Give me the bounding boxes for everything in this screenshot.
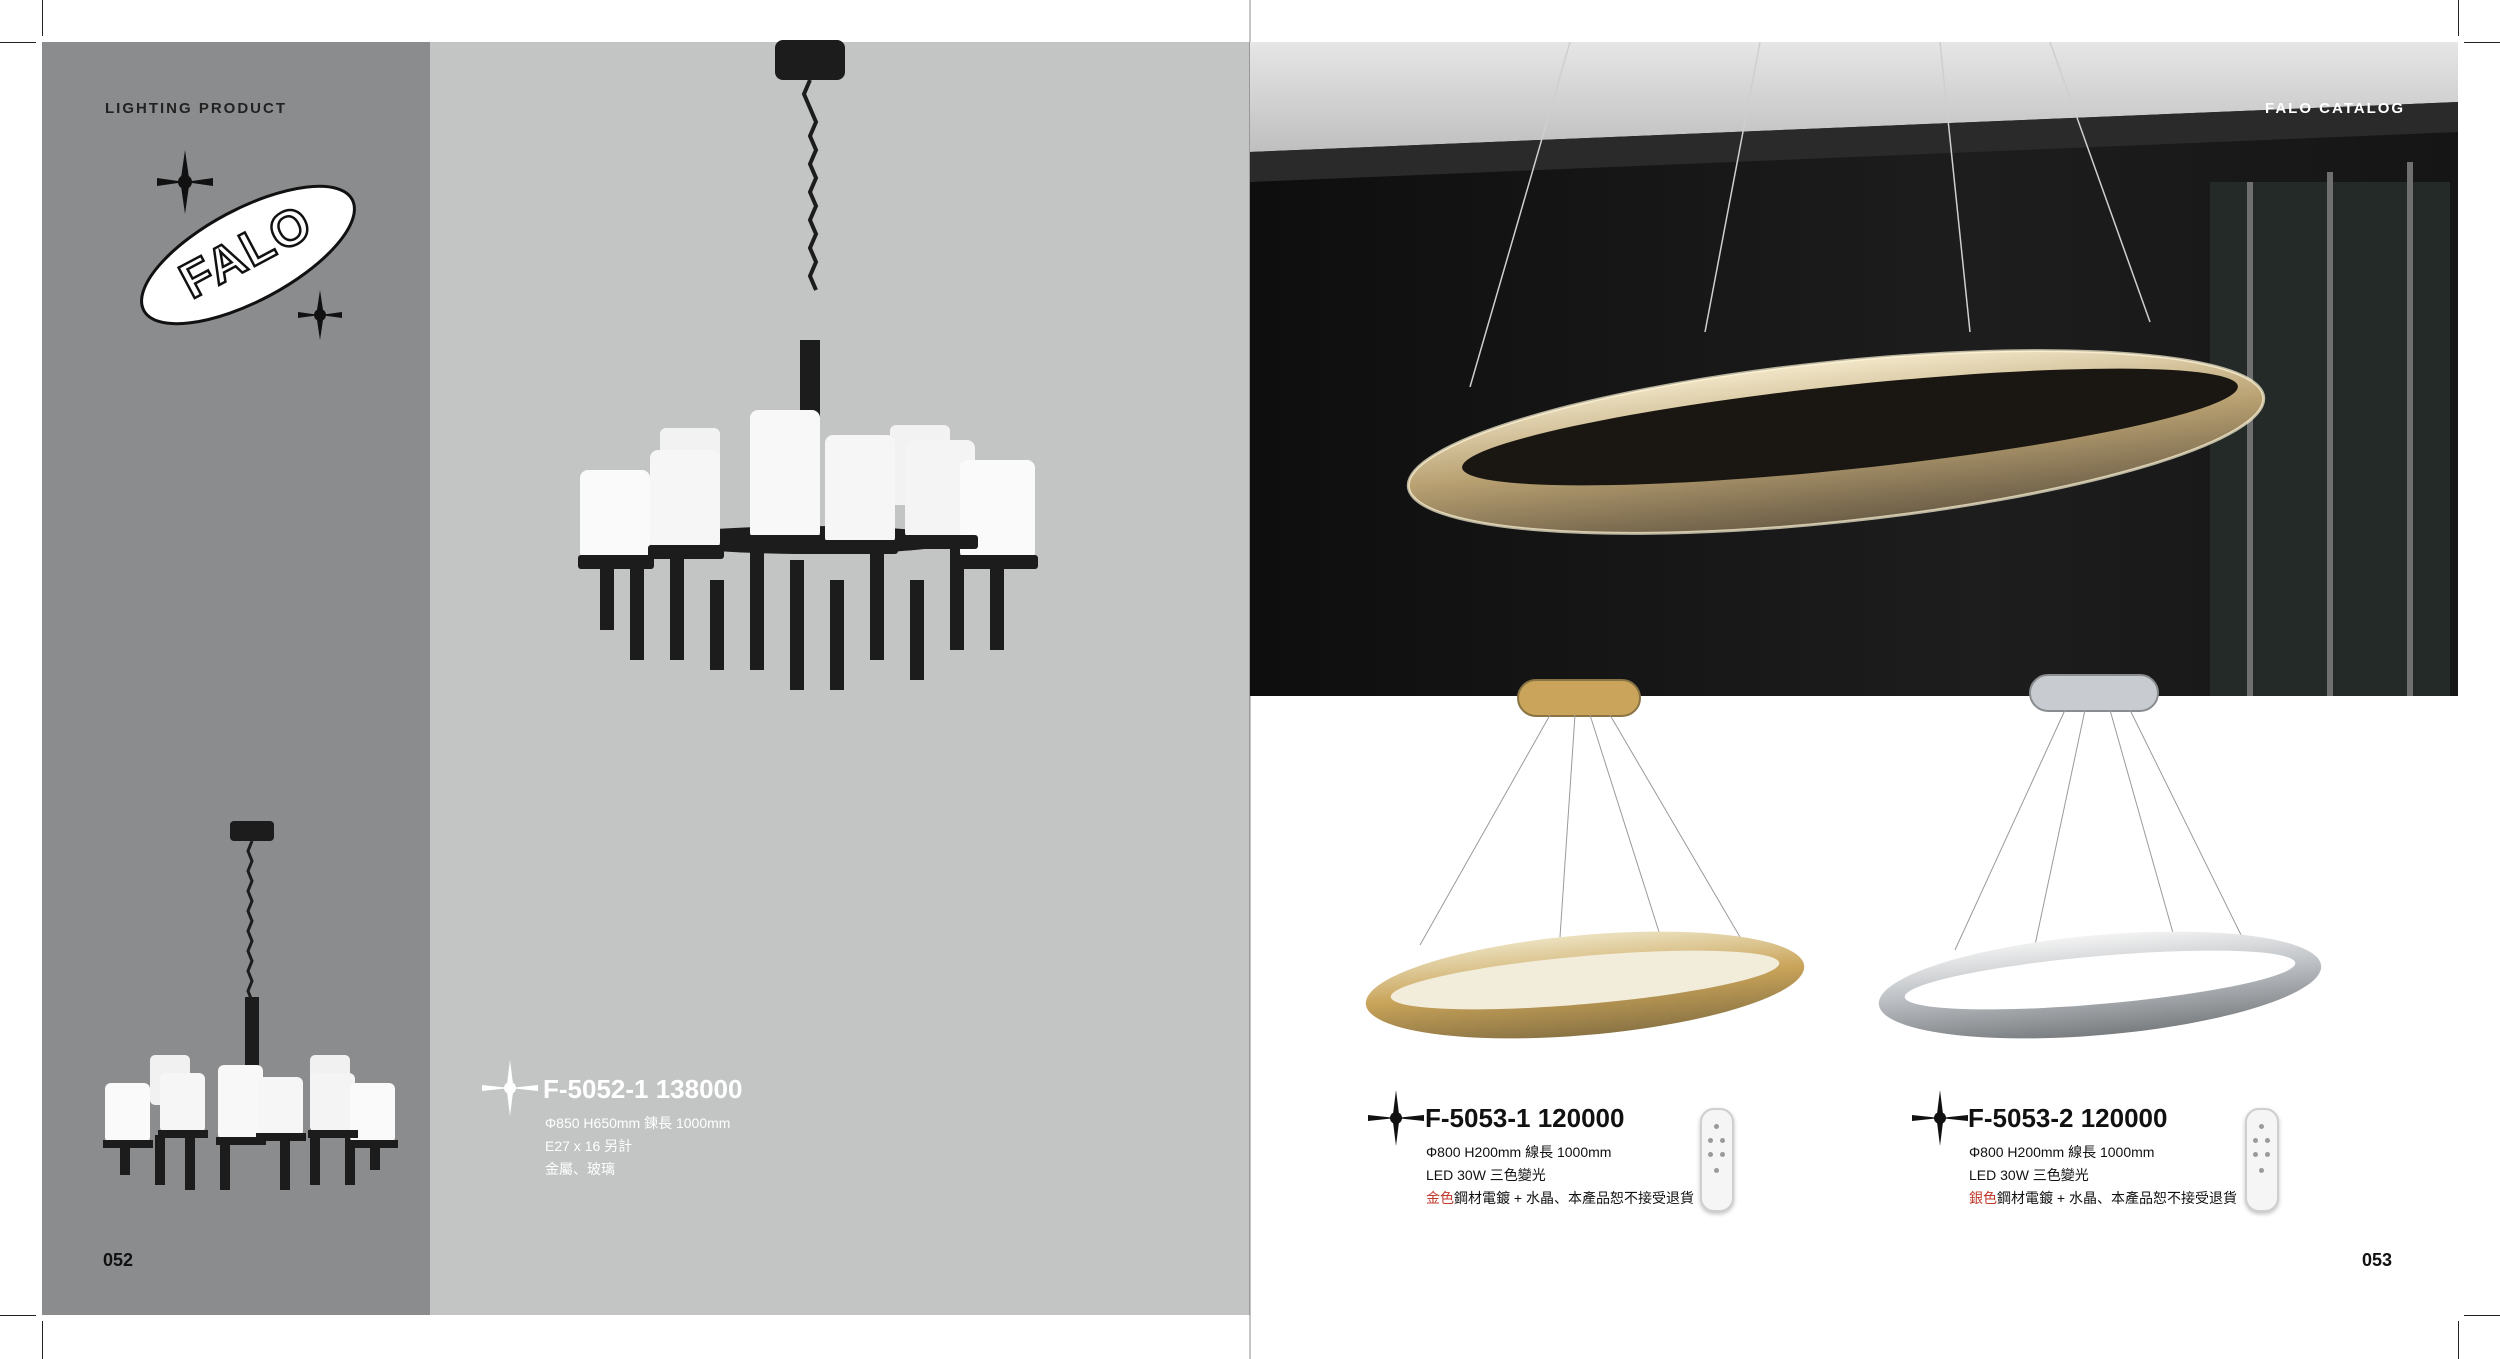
spec-line: LED 30W 三色變光	[1969, 1167, 2089, 1183]
product-specs: Φ800 H200mm 線長 1000mm LED 30W 三色變光 銀色鋼材電…	[1969, 1141, 2237, 1210]
spec-line-finish: 金色鋼材電鍍 + 水晶、本產品恕不接受退貨	[1426, 1187, 1694, 1210]
finish-description: 鋼材電鍍 + 水晶、本產品恕不接受退貨	[1454, 1190, 1694, 1206]
crop-mark	[0, 42, 36, 43]
chandelier-gold	[1365, 679, 1805, 1039]
finish-description: 鋼材電鍍 + 水晶、本產品恕不接受退貨	[1997, 1190, 2237, 1206]
chandelier-black-small	[103, 821, 398, 1190]
product-model-price: F-5053-1 120000	[1425, 1103, 1625, 1133]
spec-line: E27 x 16 另計	[545, 1138, 633, 1154]
spec-line: Φ800 H200mm 線長 1000mm	[1426, 1144, 1612, 1160]
remote-control	[2245, 1108, 2279, 1212]
product-specs: Φ850 H650mm 鍊長 1000mm E27 x 16 另計 金屬、玻璃	[545, 1112, 730, 1181]
finish-color-label: 銀色	[1969, 1190, 1997, 1206]
crop-mark	[0, 1315, 36, 1316]
sparkle-icon	[482, 1060, 538, 1116]
product-specs: Φ800 H200mm 線長 1000mm LED 30W 三色變光 金色鋼材電…	[1426, 1141, 1694, 1210]
crop-mark	[42, 1321, 43, 1359]
header-right-label: FALO CATALOG	[2265, 100, 2406, 117]
crop-mark	[2464, 1315, 2500, 1316]
product-model-price: F-5053-2 120000	[1968, 1103, 2168, 1133]
crop-mark	[2458, 0, 2459, 36]
header-left-label: LIGHTING PRODUCT	[105, 100, 287, 117]
page-number-right: 053	[2362, 1250, 2393, 1270]
falo-logo: FALO	[140, 150, 356, 340]
crop-mark	[42, 0, 43, 36]
spec-line: Φ850 H650mm 鍊長 1000mm	[545, 1115, 731, 1131]
chandelier-silver	[1878, 674, 2322, 1039]
spec-line: 金屬、玻璃	[545, 1161, 615, 1177]
remote-control	[1700, 1108, 1734, 1212]
finish-color-label: 金色	[1426, 1190, 1454, 1206]
chandelier-black-large	[578, 40, 1038, 690]
product-model-price: F-5052-1 138000	[543, 1074, 743, 1104]
crop-mark	[2458, 1321, 2459, 1359]
crop-mark	[2464, 42, 2500, 43]
spec-line: Φ800 H200mm 線長 1000mm	[1969, 1144, 2155, 1160]
spec-line-finish: 銀色鋼材電鍍 + 水晶、本產品恕不接受退貨	[1969, 1187, 2237, 1210]
page-number-left: 052	[103, 1250, 134, 1270]
sparkle-icon	[1912, 1090, 1968, 1146]
spec-line: LED 30W 三色變光	[1426, 1167, 1546, 1183]
hero-photo	[1250, 42, 2458, 696]
sparkle-icon	[157, 150, 213, 214]
sparkle-icon	[1368, 1090, 1424, 1146]
sparkle-icon	[298, 290, 342, 340]
